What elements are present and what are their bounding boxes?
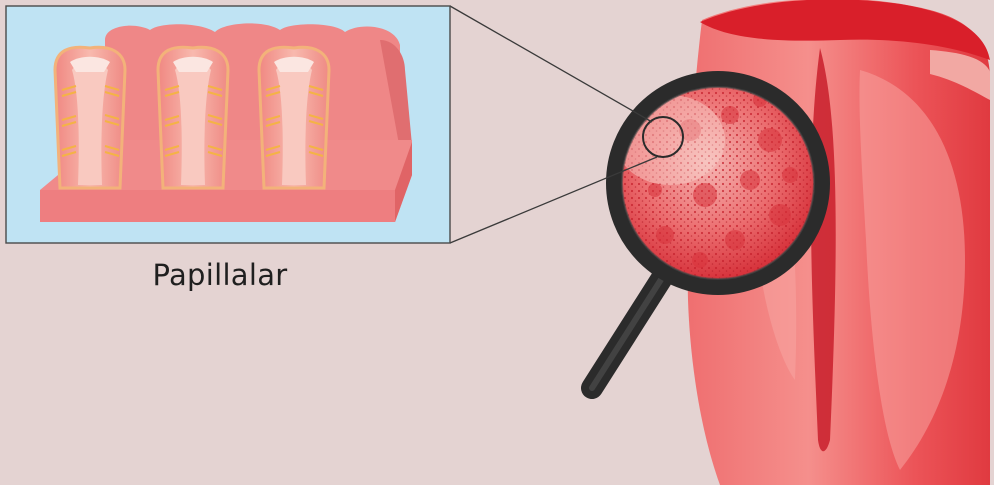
papillae-caption: Papillalar xyxy=(120,258,320,292)
papillae-inset xyxy=(6,6,450,243)
papilla xyxy=(158,47,228,188)
papilla xyxy=(55,47,125,188)
papilla xyxy=(259,47,329,188)
